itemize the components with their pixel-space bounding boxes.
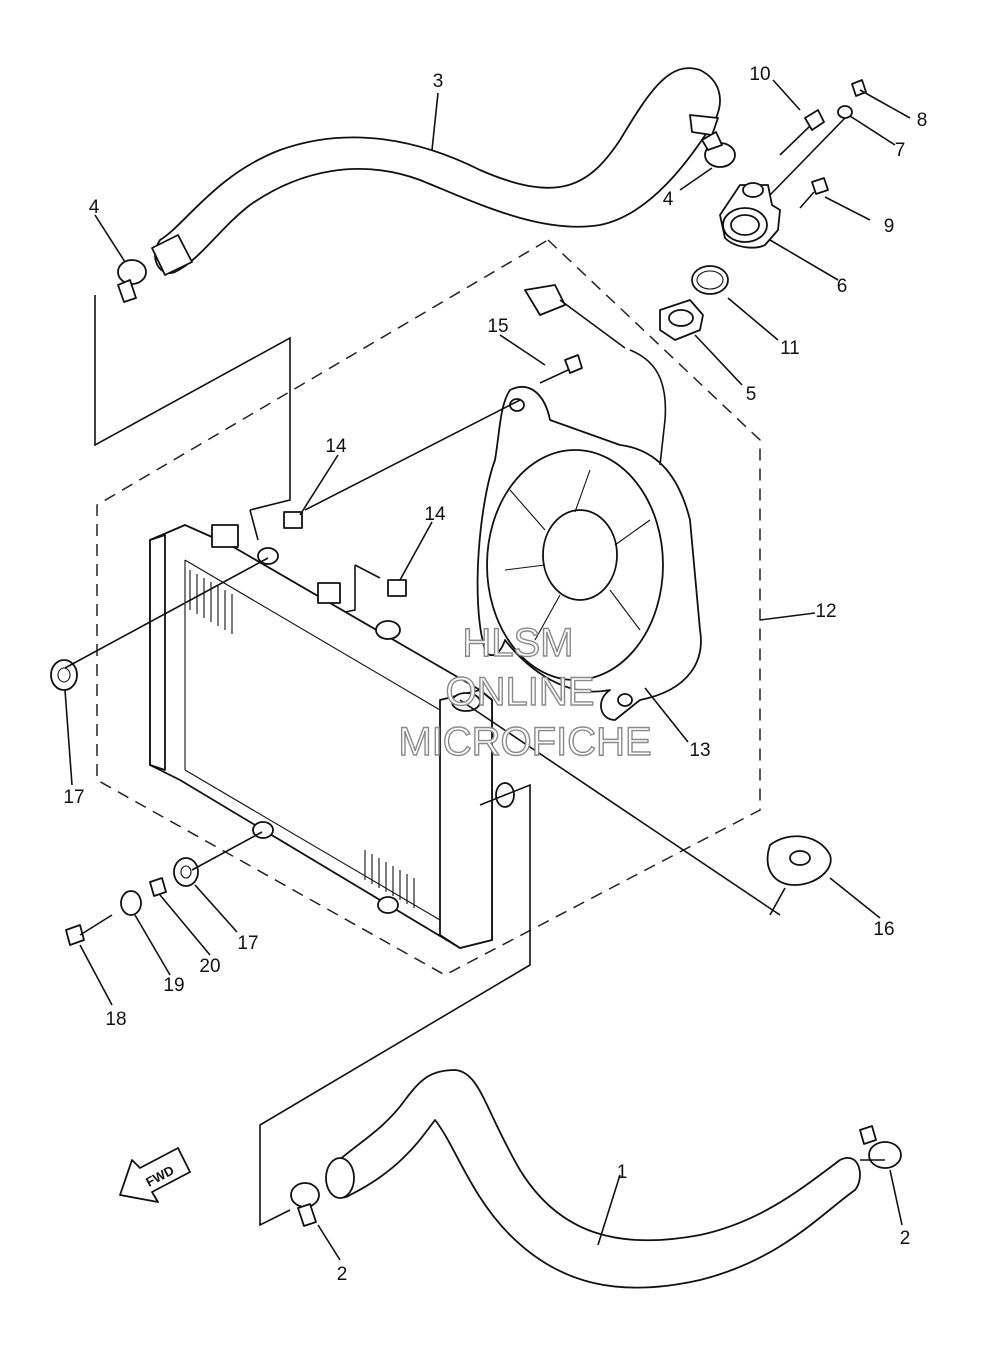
callout-numbers: 3 4 4 10 8 7 9 6 11 5 15 14 14 12 13 17 … <box>63 64 927 1285</box>
radiator-tab-left <box>211 524 239 548</box>
callout-2-right: 2 <box>900 1228 911 1249</box>
callout-7: 7 <box>895 140 906 161</box>
collar-part-20[interactable] <box>149 877 167 897</box>
bolt-part-15[interactable] <box>539 354 583 384</box>
callout-17-upper: 17 <box>63 787 84 808</box>
thermostat-part-5[interactable] <box>659 299 704 341</box>
clamp-part-2-right[interactable] <box>859 1125 902 1169</box>
callout-11: 11 <box>780 338 800 359</box>
nut-part-14-left[interactable] <box>283 511 303 529</box>
callout-13: 13 <box>689 740 710 761</box>
callout-10: 10 <box>749 64 770 85</box>
bolt-part-8[interactable] <box>851 79 867 97</box>
o-ring-inner <box>696 270 724 290</box>
callout-1: 1 <box>617 1162 628 1183</box>
callout-16: 16 <box>873 919 894 940</box>
callout-15: 15 <box>487 316 508 337</box>
watermark-line-1: HLSM <box>462 621 573 665</box>
callout-3: 3 <box>433 71 444 92</box>
washer-part-19[interactable] <box>120 890 142 916</box>
bolt-part-18[interactable] <box>65 914 113 946</box>
clamp-part-4-left[interactable] <box>117 259 147 303</box>
lower-hose-part-1[interactable] <box>325 1069 861 1289</box>
callout-8: 8 <box>917 110 928 131</box>
leader-washer-to-housing <box>769 117 846 196</box>
assembly-outline-12 <box>96 239 761 976</box>
callout-4-right: 4 <box>663 189 674 210</box>
radiator-core[interactable] <box>149 524 515 949</box>
callout-9: 9 <box>884 216 895 237</box>
watermark-line-3: MICROFICHE <box>398 720 651 764</box>
radiator-tab-mid <box>317 582 341 604</box>
leader-lines <box>64 79 911 1261</box>
grommet-part-17-lower[interactable] <box>173 857 199 887</box>
bolt-part-9[interactable] <box>799 177 829 209</box>
radiator-cap-part-16[interactable] <box>766 835 832 886</box>
fan-assembly-part-13[interactable] <box>476 284 702 721</box>
callout-14-left: 14 <box>325 436 347 457</box>
fwd-arrow: FWD <box>119 1147 191 1203</box>
callout-18: 18 <box>105 1009 126 1030</box>
thermostat-housing-part-6[interactable] <box>719 182 781 249</box>
callout-14-right: 14 <box>424 504 446 525</box>
watermark-line-2: ONLINE <box>446 670 595 714</box>
radiator-fins <box>189 570 415 908</box>
callout-4-left: 4 <box>89 197 100 218</box>
callout-20: 20 <box>199 956 220 977</box>
callout-12: 12 <box>815 601 836 622</box>
watermark: HLSM ONLINE MICROFICHE <box>398 620 653 764</box>
callout-2-left: 2 <box>337 1264 348 1285</box>
clamp-part-2-left[interactable] <box>290 1182 320 1227</box>
callout-6: 6 <box>837 276 848 297</box>
callout-17-lower: 17 <box>237 933 258 954</box>
callout-19: 19 <box>163 975 184 996</box>
nut-part-14-right[interactable] <box>387 579 407 597</box>
bolt-part-10[interactable] <box>779 109 825 156</box>
grommet-part-17-upper[interactable] <box>50 659 78 691</box>
clamp-part-4-right[interactable] <box>701 131 736 168</box>
upper-hose-part-3[interactable] <box>151 67 721 276</box>
fan-connector <box>524 284 566 316</box>
callout-5: 5 <box>746 384 757 405</box>
